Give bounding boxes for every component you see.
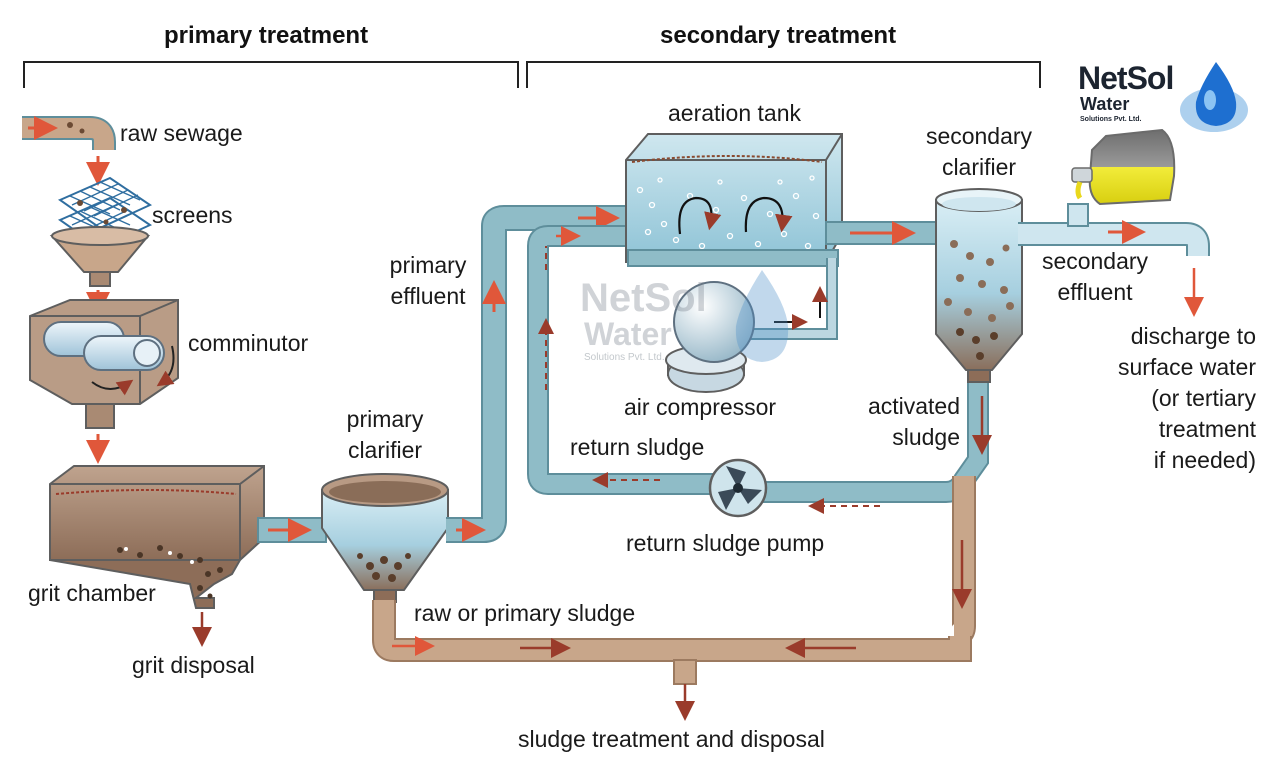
raw-sewage-label: raw sewage [120, 120, 243, 146]
primary-effluent-label-line1: primary [389, 252, 467, 278]
air-compressor-label: air compressor [624, 394, 777, 420]
secondary-treatment-header: secondary treatment [660, 22, 897, 49]
logo-water: Water [1080, 94, 1130, 114]
primary-effluent-label: primary effluent [378, 250, 478, 312]
activated-sludge-label-line2: sludge [892, 424, 960, 450]
raw-sewage-inlet [22, 116, 116, 150]
logo-name: NetSol [1078, 60, 1174, 96]
secondary-bracket [526, 61, 1041, 88]
screens [49, 176, 153, 287]
discharge-label-line2: surface water [1117, 354, 1256, 380]
sludge-treatment-label: sludge treatment and disposal [518, 726, 825, 752]
secondary-effluent-label-line1: secondary [1041, 248, 1149, 274]
aeration-bubbles [636, 175, 820, 250]
secondary-clarifier-label-line1: secondary [925, 123, 1033, 149]
watermark-sub: Solutions Pvt. Ltd. [584, 352, 665, 363]
raw-primary-sludge-label: raw or primary sludge [414, 600, 636, 626]
watermark-name: NetSol [580, 276, 707, 320]
secondary-clarifier [935, 188, 1023, 383]
primary-clarifier [321, 473, 449, 603]
return-sludge-pump-label: return sludge pump [626, 530, 825, 556]
screens-label: screens [152, 202, 233, 228]
primary-clarifier-label-line2: clarifier [347, 437, 423, 463]
grit-chamber-label: grit chamber [28, 580, 156, 606]
discharge-label-line4: treatment [1158, 416, 1256, 442]
discharge-label: discharge to surface water (or tertiary … [1096, 321, 1256, 476]
primary-treatment-header: primary treatment [164, 22, 369, 49]
discharge-label-line1: discharge to [1130, 323, 1256, 349]
grit-disposal-label: grit disposal [132, 652, 255, 678]
chemical-container-icon [1071, 128, 1176, 206]
aeration-tank [625, 133, 843, 267]
discharge-label-line5: if needed) [1153, 447, 1256, 473]
primary-clarifier-label: primary clarifier [330, 404, 440, 466]
primary-effluent-label-line2: effluent [390, 283, 466, 309]
watermark-water: Water [584, 316, 672, 352]
comminutor-label: comminutor [188, 330, 309, 356]
return-sludge-pump [708, 458, 768, 518]
secondary-clarifier-label-line2: clarifier [941, 154, 1017, 180]
activated-sludge-label-line1: activated [867, 393, 960, 419]
primary-bracket [23, 61, 519, 88]
secondary-clarifier-label: secondary clarifier [914, 121, 1044, 183]
return-sludge-label: return sludge [570, 434, 705, 460]
primary-clarifier-label-line1: primary [346, 406, 424, 432]
comminutor [29, 299, 179, 429]
discharge-label-line3: (or tertiary [1151, 385, 1256, 411]
netsol-logo-drop-icon [1180, 62, 1248, 132]
aeration-tank-label: aeration tank [668, 100, 801, 126]
watermark-drop-icon [735, 270, 789, 362]
grit-chamber [49, 465, 265, 609]
logo-sub: Solutions Pvt. Ltd. [1080, 116, 1142, 123]
air-compressor-unit [665, 281, 755, 393]
secondary-effluent-label-line2: effluent [1057, 279, 1133, 305]
secondary-effluent-label: secondary effluent [1030, 246, 1160, 308]
activated-sludge-label: activated sludge [840, 391, 960, 453]
